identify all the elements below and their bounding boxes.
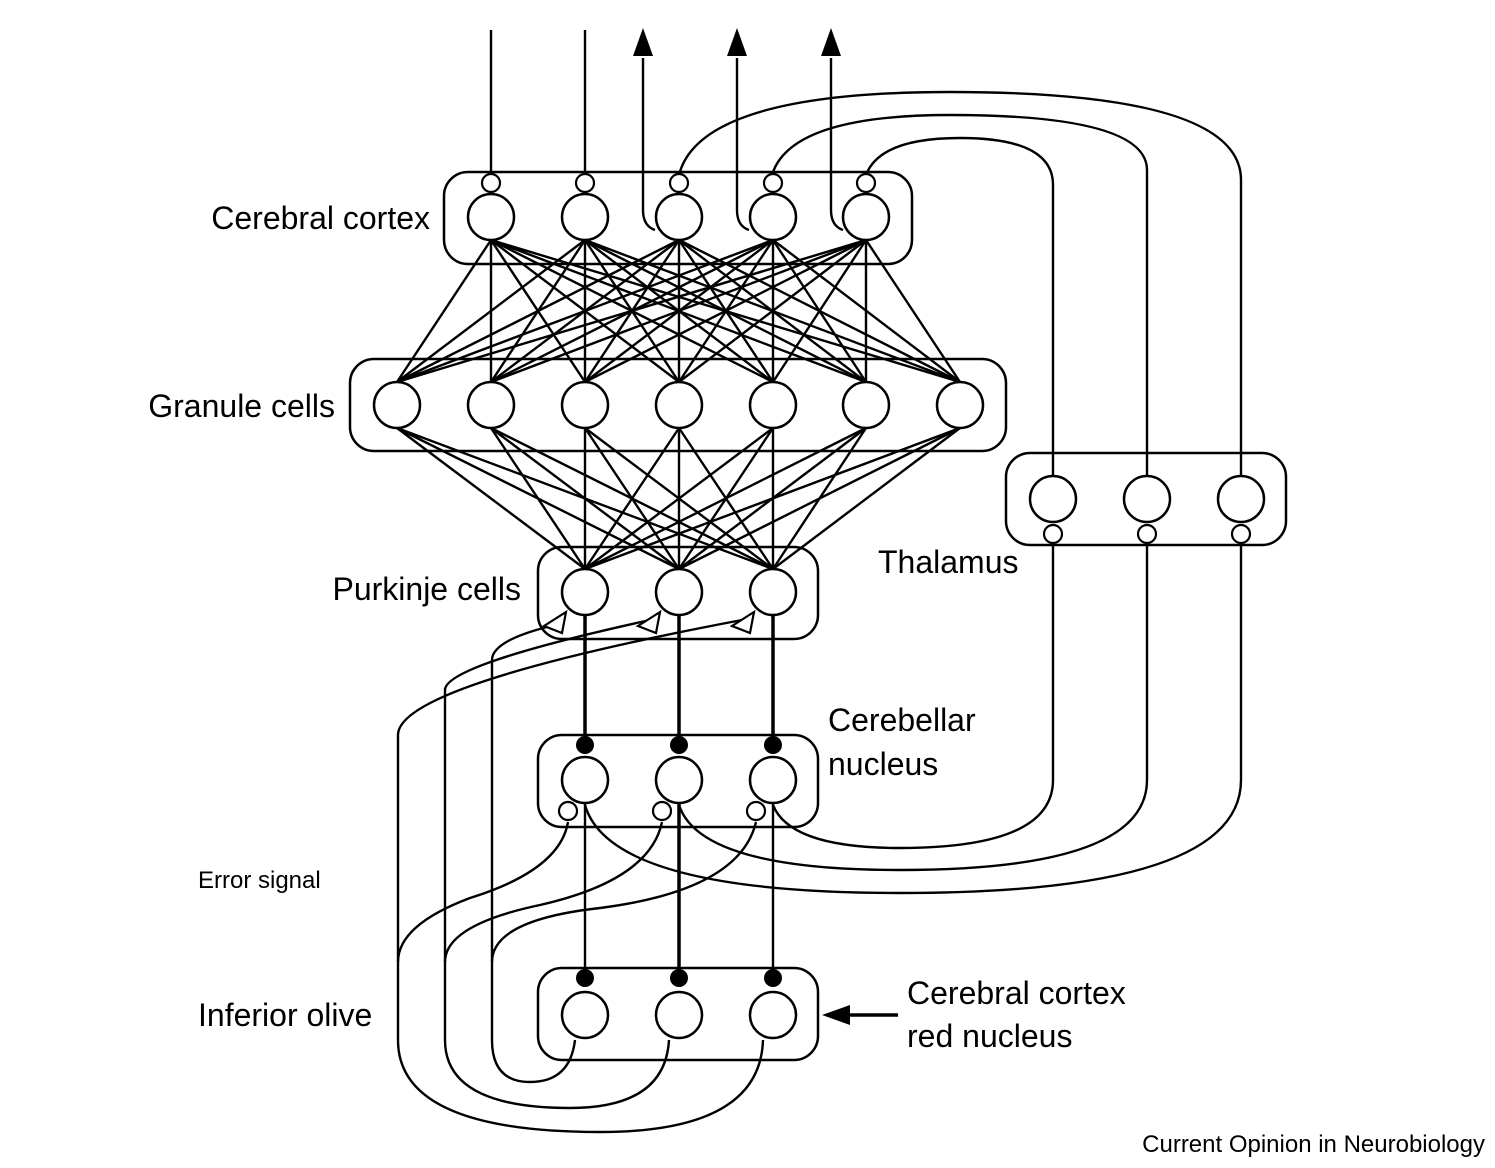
label-granule-cells: Granule cells — [148, 388, 335, 424]
cortex-vertical-fibers — [489, 28, 844, 232]
label-cerebellar-nucleus-1: Cerebellar — [828, 702, 976, 738]
cortex-cell — [466, 192, 516, 242]
thalamus-synapse — [1042, 523, 1064, 545]
credit-line: Current Opinion in Neurobiology — [1142, 1131, 1485, 1158]
climbing-fiber-synapse — [541, 609, 568, 635]
purkinje-cells — [541, 567, 798, 635]
nucleus-cell — [748, 755, 798, 805]
cortex-cell — [654, 192, 704, 242]
cortex-synapse — [668, 172, 690, 194]
connection-line — [584, 427, 774, 570]
purkinje-to-nucleus-fibers — [583, 615, 775, 742]
thalamus-synapse — [1136, 523, 1158, 545]
label-cerebral-cortex: Cerebral cortex — [211, 200, 430, 236]
nucleus-synapse — [651, 800, 673, 822]
connection-line — [771, 239, 868, 383]
connection-line — [772, 427, 961, 570]
granule-cell — [935, 380, 985, 430]
connection-line — [584, 427, 680, 570]
olive-synapse — [670, 969, 688, 987]
granule-cells — [372, 380, 985, 430]
purkinje-cell — [654, 567, 704, 617]
nucleus-cell — [654, 755, 704, 805]
label-cerebellar-nucleus-2: nucleus — [828, 746, 938, 782]
thalamus-cell — [1028, 474, 1078, 524]
thalamus-cell — [1216, 474, 1266, 524]
granule-cell — [841, 380, 891, 430]
label-thalamus: Thalamus — [878, 544, 1019, 580]
connection-line — [396, 238, 774, 384]
olive-cell — [560, 990, 610, 1040]
connection-line — [678, 239, 867, 383]
connection-line — [584, 426, 961, 571]
granule-cell — [466, 380, 516, 430]
arrow-up-2 — [727, 28, 747, 56]
olive-synapse — [764, 969, 782, 987]
nucleus-cell — [560, 755, 610, 805]
granule-to-purkinje-connections — [396, 426, 961, 571]
label-inferior-olive: Inferior olive — [198, 997, 372, 1033]
olive-to-nucleus-fibers — [583, 803, 775, 975]
label-input-1: Cerebral cortex — [907, 975, 1126, 1011]
connection-line — [490, 238, 867, 384]
connection-line — [396, 238, 680, 384]
arrow-up-1 — [633, 28, 653, 56]
cortex-cell — [748, 192, 798, 242]
purkinje-cell — [560, 567, 610, 617]
connection-line — [864, 239, 962, 383]
connection-line — [396, 238, 867, 384]
label-error-signal: Error signal — [198, 867, 321, 894]
inhibitory-synapse — [764, 736, 782, 754]
thalamus-to-cortex-fibers — [677, 90, 1243, 478]
connection-line — [584, 426, 867, 571]
nucleus-synapse — [557, 800, 579, 822]
inhibitory-synapse — [670, 736, 688, 754]
cortex-synapse — [855, 172, 877, 194]
purkinje-cell — [748, 567, 798, 617]
connection-line — [396, 427, 586, 570]
inhibitory-synapse — [576, 736, 594, 754]
cortex-cell — [560, 192, 610, 242]
arrow-up-3 — [821, 28, 841, 56]
cortex-to-granule-connections — [395, 238, 962, 384]
granule-cell — [372, 380, 422, 430]
connection-line — [678, 426, 961, 571]
connection-line — [396, 239, 586, 383]
climbing-fiber-synapse — [635, 609, 662, 635]
granule-cell — [560, 380, 610, 430]
cortex-cell — [841, 192, 891, 242]
cortex-synapse — [480, 172, 502, 194]
thalamus-synapse — [1230, 523, 1252, 545]
climbing-fibers — [396, 618, 765, 1134]
olive-synapse — [576, 969, 594, 987]
label-input-2: red nucleus — [907, 1018, 1072, 1054]
inferior-olive-cells — [560, 969, 798, 1040]
cerebral-cortex-cells — [466, 172, 891, 242]
olive-cell — [748, 990, 798, 1040]
nucleus-to-thalamus-fibers — [583, 535, 1243, 895]
cortex-synapse — [574, 172, 596, 194]
nucleus-synapse — [745, 800, 767, 822]
connection-line — [584, 238, 867, 384]
thalamus-cell — [1122, 474, 1172, 524]
climbing-fiber-synapse — [729, 609, 756, 635]
thalamus-cells — [1028, 474, 1266, 545]
cortex-synapse — [762, 172, 784, 194]
nucleus-to-olive-feedback — [396, 821, 758, 963]
input-arrow — [822, 1005, 898, 1025]
connection-line — [490, 427, 586, 570]
connection-line — [395, 239, 493, 383]
olive-cell — [654, 990, 704, 1040]
granule-cell — [654, 380, 704, 430]
cerebellar-nucleus-cells — [557, 736, 798, 822]
label-purkinje-cells: Purkinje cells — [332, 571, 521, 607]
granule-cell — [748, 380, 798, 430]
